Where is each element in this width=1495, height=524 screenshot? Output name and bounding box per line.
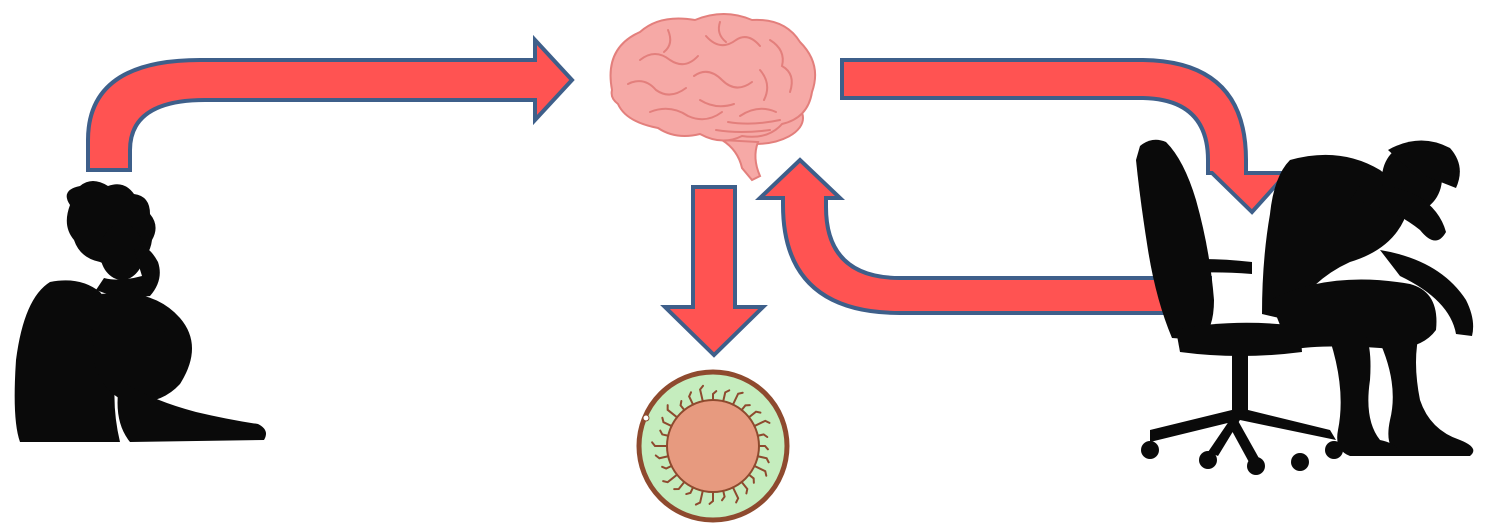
brain-icon [611, 14, 816, 180]
arrow-person-to-brain [88, 40, 572, 170]
arrow-brain-to-office-worker [842, 60, 1287, 212]
person-in-office-chair-silhouette-icon [1136, 140, 1473, 475]
sitting-person-silhouette-icon [15, 181, 266, 442]
cell-icon [639, 372, 787, 520]
arrow-brain-to-cell [665, 187, 763, 355]
